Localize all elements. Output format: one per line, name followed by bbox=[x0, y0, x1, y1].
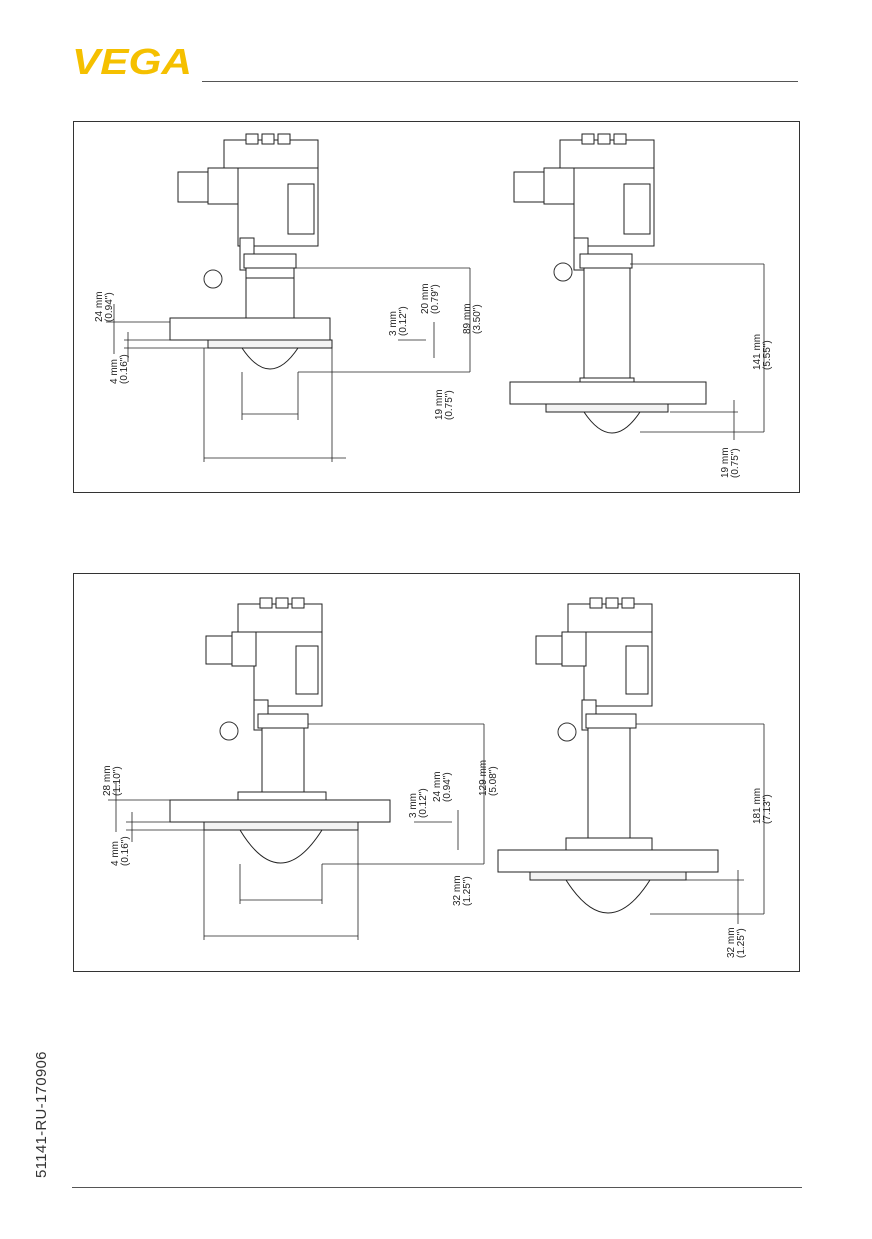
vega-logo-text: VEGA bbox=[72, 44, 192, 78]
dim-label: 20 mm bbox=[420, 283, 431, 314]
dim-label: (5.08") bbox=[488, 766, 499, 796]
dim-label: (0.94") bbox=[442, 772, 453, 802]
dim-label: 3 mm bbox=[408, 793, 419, 818]
dim-label: (3.50") bbox=[472, 304, 483, 334]
dimension-lines-right bbox=[636, 723, 765, 924]
dim-label: (1.10") bbox=[112, 766, 123, 796]
dim-label: (0.16") bbox=[119, 354, 130, 384]
dim-label: 19 mm bbox=[434, 389, 445, 420]
device-housing-right bbox=[497, 597, 719, 914]
dim-label: (5.55") bbox=[762, 340, 773, 370]
marker-circle bbox=[553, 262, 573, 282]
dim-label: 24 mm bbox=[94, 291, 105, 322]
device-housing-left bbox=[169, 597, 391, 864]
dim-label: 141 mm bbox=[752, 334, 763, 370]
device-housing-left bbox=[169, 133, 333, 370]
dim-label: 3 mm bbox=[388, 311, 399, 336]
marker-circle bbox=[219, 721, 239, 741]
dim-label: (0.12") bbox=[398, 306, 409, 336]
dimension-lines-left bbox=[106, 267, 471, 462]
dim-label: (0.16") bbox=[120, 836, 131, 866]
marker-circle bbox=[203, 269, 223, 289]
dim-label: 89 mm bbox=[462, 303, 473, 334]
dim-label: 24 mm bbox=[432, 771, 443, 802]
dim-label: 4 mm bbox=[110, 841, 121, 866]
dim-label: (1.25") bbox=[736, 928, 747, 958]
device-housing-right bbox=[509, 133, 707, 434]
dimension-drawing-panel-1: 24 mm (0.94") 4 mm (0.16") 3 mm (0.12") … bbox=[73, 121, 800, 493]
dim-label: (0.75") bbox=[730, 448, 741, 478]
dim-label: (0.79") bbox=[430, 284, 441, 314]
dim-label: 4 mm bbox=[109, 359, 120, 384]
panel-1-drawing: 24 mm (0.94") 4 mm (0.16") 3 mm (0.12") … bbox=[94, 133, 773, 478]
footer-rule bbox=[72, 1187, 802, 1188]
panel-2-drawing: 28 mm (1.10") 4 mm (0.16") 3 mm (0.12") … bbox=[102, 597, 773, 958]
dim-label: 19 mm bbox=[720, 447, 731, 478]
marker-circle bbox=[557, 722, 577, 742]
dimension-lines-right bbox=[630, 263, 765, 440]
dim-label: 28 mm bbox=[102, 765, 113, 796]
dimension-drawing-panel-2: 28 mm (1.10") 4 mm (0.16") 3 mm (0.12") … bbox=[73, 573, 800, 972]
dim-label: (0.12") bbox=[418, 788, 429, 818]
header-rule bbox=[202, 81, 798, 82]
document-id: 51141-RU-170906 bbox=[33, 1051, 50, 1178]
dim-label: 32 mm bbox=[726, 927, 737, 958]
dim-label: 181 mm bbox=[752, 788, 763, 824]
dimension-lines-left bbox=[108, 723, 485, 940]
dim-label: (0.75") bbox=[444, 390, 455, 420]
dim-label: 129 mm bbox=[478, 760, 489, 796]
dim-label: 32 mm bbox=[452, 875, 463, 906]
dim-label: (0.94") bbox=[104, 292, 115, 322]
dim-label: (7.13") bbox=[762, 794, 773, 824]
vega-logo: VEGA bbox=[72, 44, 192, 78]
dim-label: (1.25") bbox=[462, 876, 473, 906]
